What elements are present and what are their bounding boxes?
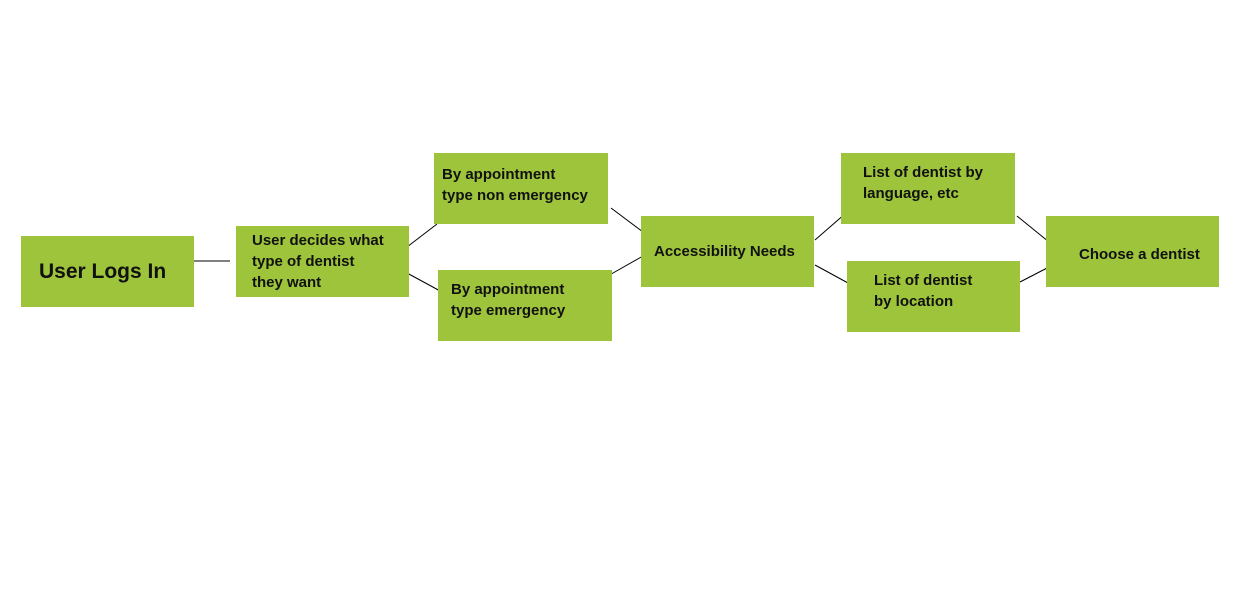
connector-language-to-choose (1016, 215, 1050, 243)
node-user-logs-in: User Logs In (21, 236, 194, 307)
node-label: List of dentist by language, etc (863, 164, 983, 202)
connector-accessibility-to-location (814, 264, 849, 284)
node-label: By appointment type emergency (451, 281, 566, 319)
node-label: List of dentist by location (874, 272, 973, 310)
node-choose-dentist: Choose a dentist (1046, 216, 1219, 287)
node-dentist-by-location: List of dentist by location (847, 261, 1020, 332)
node-user-decides-type: User decides what type of dentist they w… (236, 226, 409, 297)
node-accessibility-needs: Accessibility Needs (641, 216, 814, 287)
connector-decide-to-non-emergency (406, 223, 438, 248)
node-emergency-appointment: By appointment type emergency (438, 270, 612, 341)
connector-non-emergency-to-accessibility (610, 207, 644, 233)
connector-location-to-choose (1019, 266, 1050, 283)
node-non-emergency-appointment: By appointment type non emergency (434, 153, 608, 224)
node-label: User Logs In (39, 259, 167, 283)
node-label: Choose a dentist (1079, 246, 1200, 263)
node-label: User decides what type of dentist they w… (252, 232, 384, 291)
node-label: Accessibility Needs (654, 243, 795, 260)
node-label: By appointment type non emergency (442, 166, 588, 204)
connector-decide-to-emergency (406, 272, 443, 293)
node-dentist-by-language: List of dentist by language, etc (841, 153, 1015, 224)
